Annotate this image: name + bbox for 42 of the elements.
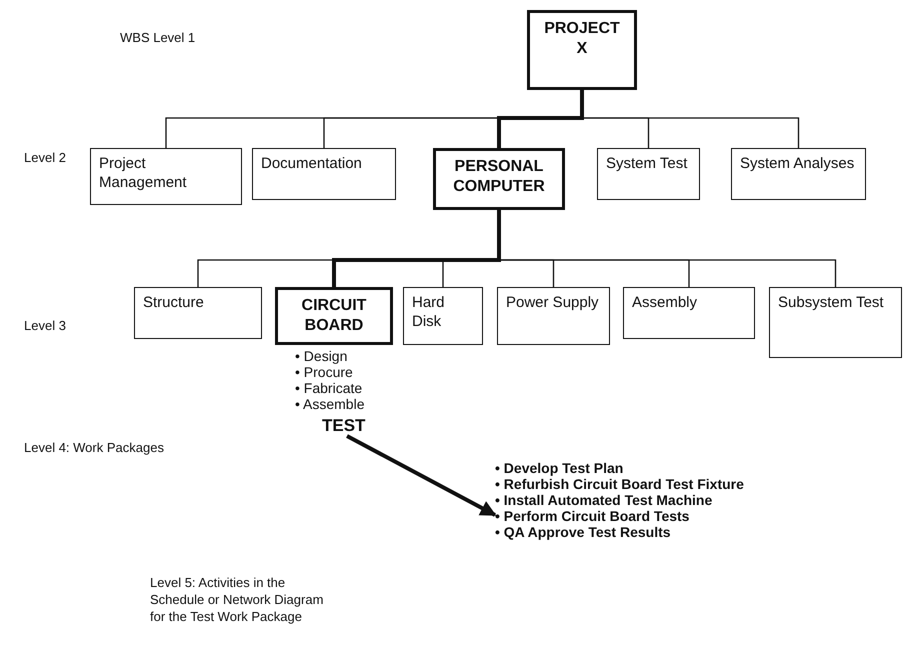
work-package-item: • Assemble [295,396,364,412]
wbs-box [134,287,262,339]
work-package-label: TEST [322,416,392,436]
activity-item: • Perform Circuit Board Tests [495,508,690,524]
box-label: Documentation [261,155,363,174]
connector-line [497,90,584,148]
work-package-item: • Fabricate [295,380,364,396]
box-label: System Test [606,155,688,174]
box-label: PROJECT X [543,19,621,59]
wbs-box [497,287,610,345]
box-label: Structure [143,294,205,313]
wbs-box [433,148,565,210]
wbs-box [597,148,700,200]
wbs-box [731,148,866,200]
activity-item: • Refurbish Circuit Board Test Fixture [495,476,745,492]
box-label: PERSONAL COMPUTER [452,157,546,197]
work-package-item: • Procure [295,364,354,380]
wbs-box [623,287,755,339]
level-label: WBS Level 1 [120,30,196,47]
box-label: Assembly [632,294,698,313]
level-label: Level 2 [24,150,67,167]
box-label: System Analyses [740,155,856,174]
connector-line [332,210,501,287]
level-label: Level 3 [24,318,67,335]
box-label: Project Management [99,155,188,192]
activity-item: • QA Approve Test Results [495,524,672,540]
level-label: Level 5: Activities in the Schedule or Network Diagram for the Test Work Package [150,575,324,626]
level-label: Level 4: Work Packages [24,440,165,457]
wbs-box [252,148,396,200]
arrow [346,434,496,517]
activity-item: • Install Automated Test Machine [495,492,714,508]
box-label: Subsystem Test [778,294,885,313]
box-label: Hard Disk [412,294,446,332]
activity-item: • Develop Test Plan [495,460,624,476]
wbs-box [275,287,393,345]
box-label: CIRCUIT BOARD [300,296,368,336]
box-label: Power Supply [506,294,600,313]
wbs-box [527,10,637,90]
wbs-box [90,148,242,205]
wbs-box [769,287,902,358]
work-package-item: • Design [295,348,348,364]
wbs-box [403,287,483,345]
